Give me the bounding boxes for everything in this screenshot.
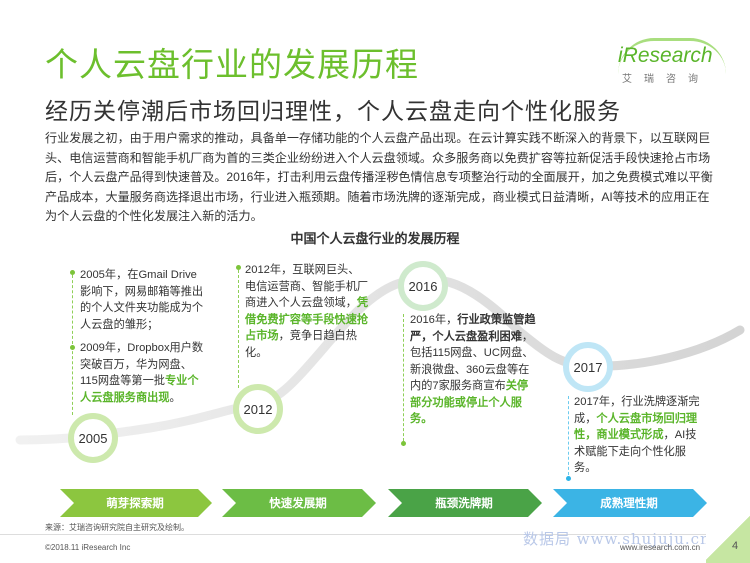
phase-label-4: 成熟理性期 xyxy=(600,498,658,510)
text-2016-highlight: 关停部分功能或停止个人服务。 xyxy=(410,380,529,425)
corner-decoration xyxy=(706,512,750,563)
text-2016-c: ，包括115网盘、UC网盘、新浪微盘、360云盘等在内的7家服务商宣布 xyxy=(410,330,534,393)
text-2017-a: 2017年，行业洗牌逐渐完成， xyxy=(574,396,700,425)
text-2005: 2005年，在Gmail Drive影响下，网易邮箱等推出的个人文件夹功能成为个… xyxy=(80,269,204,331)
connector-2017 xyxy=(568,396,569,480)
iresearch-logo: iResearch 艾瑞咨询 xyxy=(618,38,728,85)
phase-arrow-2 xyxy=(222,489,376,517)
phase-arrow-4 xyxy=(553,489,707,517)
page-title: 个人云盘行业的发展历程 xyxy=(45,46,419,83)
diagram-title: 中国个人云盘行业的发展历程 xyxy=(290,231,460,246)
text-2012-plain: 2012年，互联网巨头、电信运营商、智能手机厂商进入个人云盘领域， xyxy=(245,264,369,309)
bullet-2005 xyxy=(70,270,75,275)
text-2016-bold: 行业政策监管趋严，个人云盘盈利困难 xyxy=(410,314,536,343)
phase-label-3: 瓶颈洗牌期 xyxy=(435,498,493,510)
milestone-2016: 2016 xyxy=(398,261,448,311)
page-number: 4 xyxy=(732,540,739,552)
logo-name: iResearch xyxy=(618,44,713,67)
text-2017: 2017年，行业洗牌逐渐完成，个人云盘市场回归理性，商业模式形成，AI技术赋能下… xyxy=(574,394,704,477)
phase-arrow-3 xyxy=(388,489,542,517)
text-2009: 2009年，Dropbox用户数突破百万，华为网盘、115网盘等第一批专业个人云… xyxy=(80,340,208,406)
text-2017-c: ，AI技术赋能下走向个性化服务。 xyxy=(574,429,697,474)
text-2012-highlight: 凭借免费扩容等手段快速抢占市场 xyxy=(245,297,369,342)
footer-url: www.iresearch.com.cn xyxy=(620,543,701,552)
phase-arrow-1 xyxy=(60,489,212,517)
copyright: ©2018.11 iResearch Inc xyxy=(45,543,131,552)
logo-arc-icon xyxy=(618,38,726,74)
watermark: 数据局 www.shujuju.cn xyxy=(523,530,711,548)
bullet-2012 xyxy=(236,265,241,270)
text-2009-highlight: 专业个人云盘服务商出现 xyxy=(80,375,199,404)
milestone-2012: 2012 xyxy=(233,384,283,434)
text-2016-a: 2016年， xyxy=(410,314,458,326)
logo-subtitle: 艾瑞咨询 xyxy=(622,74,710,85)
text-2009-end: 。 xyxy=(169,391,181,404)
text-2012-end: ，竞争日趋白热化。 xyxy=(245,330,357,359)
page-subtitle: 经历关停潮后市场回归理性，个人云盘走向个性化服务 xyxy=(45,98,621,124)
milestone-2005: 2005 xyxy=(68,413,118,463)
text-2009-plain: 2009年，Dropbox用户数突破百万，华为网盘、115网盘等第一批 xyxy=(80,342,204,387)
source-note: 来源：艾瑞咨询研究院自主研究及绘制。 xyxy=(45,523,189,532)
bullet-2009 xyxy=(70,345,75,350)
connector-2012 xyxy=(238,270,239,388)
text-2016: 2016年，行业政策监管趋严，个人云盘盈利困难，包括115网盘、UC网盘、新浪微… xyxy=(410,312,538,428)
intro-paragraph: 行业发展之初，由于用户需求的推动，具备单一存储功能的个人云盘产品出现。在云计算实… xyxy=(45,131,713,223)
footer-divider xyxy=(0,534,750,535)
connector-2016 xyxy=(403,314,404,446)
milestone-2017: 2017 xyxy=(563,342,613,392)
phase-label-2: 快速发展期 xyxy=(269,498,327,510)
phase-label-1: 萌芽探索期 xyxy=(106,498,164,510)
text-2012: 2012年，互联网巨头、电信运营商、智能手机厂商进入个人云盘领域，凭借免费扩容等… xyxy=(245,262,370,361)
bullet-2016 xyxy=(401,441,406,446)
text-2017-highlight: 个人云盘市场回归理性，商业模式形成 xyxy=(574,412,698,442)
bullet-2017 xyxy=(566,476,571,481)
